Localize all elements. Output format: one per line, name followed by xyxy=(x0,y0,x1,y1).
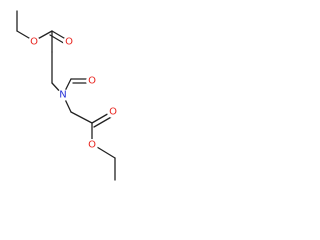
atom-o-ester2: O xyxy=(88,140,96,151)
bond-ch2-carbonyl2 xyxy=(70,111,93,124)
atom-o-carbonyl2: O xyxy=(109,107,117,118)
bond-carbonyl2-double-b xyxy=(93,115,114,128)
atom-n-amine: N xyxy=(59,90,66,101)
atom-o-carbonyl1: O xyxy=(65,37,73,48)
atom-o-formyl: O xyxy=(88,76,96,87)
molecule-diagram: O O N O O O xyxy=(16,10,119,181)
structure-canvas: O O N O O O xyxy=(0,0,177,214)
atom-o-ester1: O xyxy=(30,37,38,48)
